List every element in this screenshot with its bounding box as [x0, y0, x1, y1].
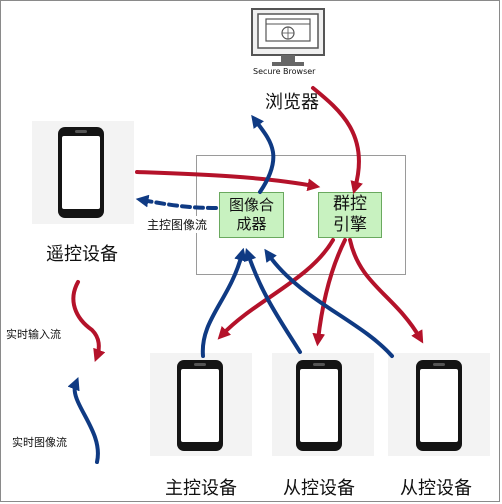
monitor-icon: [251, 8, 325, 66]
master-phone-icon: [177, 360, 223, 451]
main-image-flow-label: 主控图像流: [146, 216, 209, 233]
image-composer-box: 图像合成器: [219, 192, 284, 238]
slave-phone-icon-1: [296, 360, 342, 451]
arrow-slave-1-to-composer: [244, 247, 302, 354]
realtime-image-flow-label: 实时图像流: [12, 436, 67, 449]
device-label-slave-1: 从控设备: [283, 478, 355, 499]
device-label-master: 主控设备: [165, 478, 237, 499]
engine-line2: 引擎: [333, 215, 367, 235]
arrow-realtime-image: [67, 377, 100, 464]
arrow-composer-to-browser: [251, 114, 276, 194]
engine-line1: 群控: [333, 193, 367, 214]
arrow-slave-2-to-composer: [264, 248, 394, 358]
remote-device-label: 遥控设备: [46, 244, 118, 265]
device-label-slave-2: 从控设备: [400, 478, 472, 499]
arrow-engine-to-slave-2: [348, 238, 424, 344]
browser-caption: Secure Browser: [253, 67, 316, 76]
arrow-remote-to-engine: [135, 170, 321, 192]
arrow-realtime-input: [71, 280, 106, 362]
slave-phone-icon-2: [416, 360, 462, 451]
arrow-composer-to-remote: [135, 194, 218, 210]
arrow-master-to-composer: [200, 247, 247, 358]
remote-phone-icon: [58, 127, 104, 218]
realtime-input-flow-label: 实时输入流: [6, 328, 61, 341]
composer-line1: 图像合: [228, 196, 274, 215]
composer-line2: 成器: [236, 215, 267, 233]
browser-label: 浏览器: [265, 92, 319, 113]
control-engine-box: 群控引擎: [318, 192, 382, 238]
arrow-engine-to-slave-1: [312, 238, 347, 347]
arrow-browser-to-engine: [311, 86, 363, 195]
arrow-engine-to-master: [217, 238, 335, 340]
